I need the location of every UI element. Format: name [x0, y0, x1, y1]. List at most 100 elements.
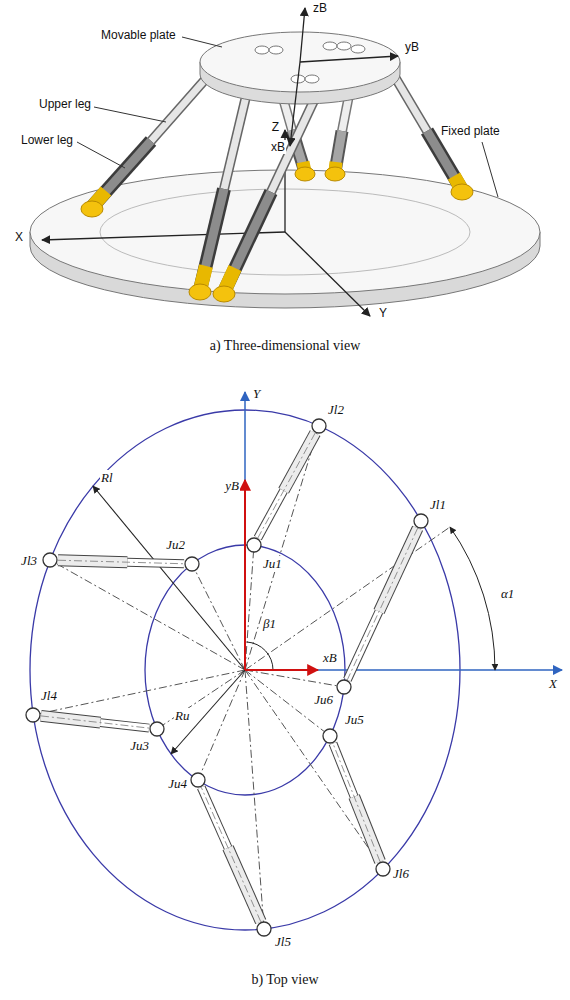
angle-arc — [450, 527, 495, 670]
joint-label: Jl2 — [327, 402, 345, 418]
part-label: Rl — [100, 470, 114, 486]
leg — [427, 131, 462, 190]
back-leg — [325, 90, 350, 181]
radial-line — [192, 564, 245, 670]
part-label: zB — [312, 1, 328, 15]
part-label: Movable plate — [100, 28, 177, 42]
joint-label: Ju4 — [167, 776, 188, 792]
joint-circle — [43, 553, 57, 567]
base-axes — [42, 130, 370, 316]
radial-line — [245, 670, 383, 869]
joint-node: Jl5 — [256, 921, 272, 937]
leg-connector — [58, 560, 184, 564]
joint-node: Jl3 — [42, 552, 58, 568]
back-leg — [325, 167, 345, 181]
joint-node: Jl6 — [375, 861, 391, 877]
back-leg — [295, 167, 315, 181]
leg — [200, 189, 224, 290]
moving-frame-axes — [244, 480, 246, 670]
radial-line — [198, 670, 245, 780]
joint-circle — [184, 556, 200, 572]
leg-connector — [41, 716, 149, 728]
leg — [427, 131, 462, 190]
joint-label: Jl1 — [429, 497, 447, 513]
joint-circle — [190, 772, 206, 788]
joint-node: Ju4 — [190, 772, 206, 788]
joint-circle — [247, 538, 261, 552]
leg — [200, 189, 224, 290]
base-axes — [285, 232, 370, 316]
joint-label: Jl4 — [40, 688, 58, 704]
back-leg — [335, 131, 342, 172]
movable-plate — [337, 42, 351, 50]
joint-circle — [375, 861, 391, 877]
joint-circle — [256, 921, 272, 937]
joint-circle — [185, 557, 199, 571]
leg — [92, 141, 151, 207]
leg-connector — [41, 716, 149, 728]
sub-caption: b) Top view — [250, 972, 319, 988]
joint-label: Ju6 — [313, 692, 334, 708]
joint-label: Ju5 — [344, 712, 365, 728]
part-label: Lower leg — [20, 133, 74, 147]
angle-arc — [247, 527, 495, 670]
leg — [213, 92, 318, 302]
part-label: xB — [322, 650, 338, 666]
leader-line — [94, 107, 166, 122]
movable-plate — [305, 75, 319, 83]
leg — [151, 74, 210, 141]
part-label: Y — [378, 306, 388, 320]
joint-node: Jl1 — [413, 513, 429, 529]
radius-arrow — [171, 670, 245, 754]
joint-label: Jl6 — [392, 866, 410, 882]
moving-frame-axes — [245, 669, 318, 671]
leg-connector — [347, 528, 417, 679]
joint-circle — [323, 729, 337, 743]
angle-arc — [247, 642, 273, 670]
joint-circle — [42, 552, 58, 568]
movable-plate — [269, 46, 283, 54]
joint-node: Ju3 — [149, 721, 165, 737]
joint-node: Jl2 — [311, 418, 327, 434]
joint-circle — [257, 922, 271, 936]
joint-circle — [26, 708, 40, 722]
radius-arrow — [93, 486, 245, 670]
plate-axes — [290, 62, 300, 146]
leg — [451, 184, 473, 200]
joint-node: Jl4 — [25, 707, 41, 723]
joint-circle — [246, 537, 262, 553]
moving-frame-axes — [245, 480, 318, 670]
joint-circle — [376, 862, 390, 876]
part-label: β1 — [262, 616, 277, 632]
leg — [224, 192, 271, 292]
part-label: yB — [224, 478, 240, 494]
part-label: Upper leg — [38, 97, 92, 111]
joint-circle — [149, 721, 165, 737]
joint-circle — [336, 679, 352, 695]
leg-connector — [58, 560, 184, 564]
radial-line — [50, 560, 245, 670]
movable-plate — [351, 45, 365, 53]
leg — [224, 192, 271, 292]
leg-connector — [333, 743, 380, 861]
joint-circle — [414, 514, 428, 528]
joint-label: Jl5 — [274, 934, 292, 950]
axes — [244, 392, 246, 670]
radial-line — [245, 527, 450, 670]
joint-circle — [191, 773, 205, 787]
joint-node: Ju6 — [336, 679, 352, 695]
leg — [224, 88, 248, 189]
part-label: X — [548, 676, 558, 692]
joint-label: Ju1 — [262, 556, 283, 572]
leg-connector — [201, 787, 261, 921]
leg-connector — [333, 743, 380, 861]
joint-circle — [25, 707, 41, 723]
leg — [151, 74, 210, 141]
leg — [81, 74, 210, 217]
joint-circle — [150, 722, 164, 736]
leg-connector — [258, 433, 315, 538]
part-label: yB — [404, 40, 420, 54]
axes — [245, 392, 562, 670]
plate-axes — [300, 8, 305, 62]
joint-circle — [322, 728, 338, 744]
